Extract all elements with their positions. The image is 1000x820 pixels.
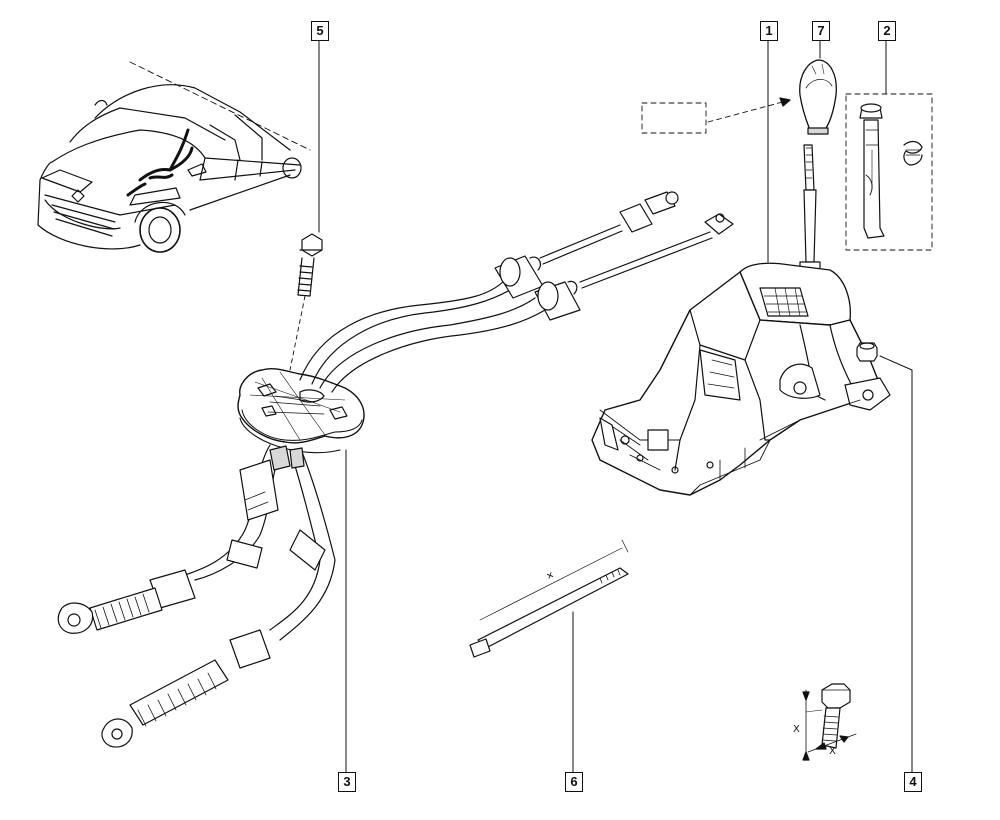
pin-kit-part-2 xyxy=(845,93,933,251)
bolt-height-label: X xyxy=(793,724,800,735)
shift-cables-lower xyxy=(149,444,336,669)
callout-label-2: 2 xyxy=(878,21,896,41)
reference-arrow xyxy=(641,97,791,134)
bolt-part-5 xyxy=(289,233,323,371)
gear-knob-part-7 xyxy=(799,59,837,135)
shift-cables-upper xyxy=(299,191,734,393)
nut-part-4 xyxy=(856,342,913,371)
callout-label-5: 5 xyxy=(311,21,329,41)
bolt-dimension-detail xyxy=(802,683,857,761)
gearshift-housing-part-1 xyxy=(591,262,891,496)
callout-label-6: 6 xyxy=(565,772,583,792)
vehicle-locator-illustration xyxy=(37,61,311,253)
cable-threaded-end-2 xyxy=(101,659,229,748)
svg-text:✕: ✕ xyxy=(545,570,556,582)
callout-label-3: 3 xyxy=(338,772,356,792)
callout-label-7: 7 xyxy=(812,21,830,41)
callout-label-4: 4 xyxy=(904,772,922,792)
bolt-width-label: X xyxy=(829,746,836,757)
cable-bracket-plate xyxy=(237,367,365,454)
shift-lever xyxy=(797,144,823,291)
cable-threaded-end-1 xyxy=(57,587,163,634)
callout-label-1: 1 xyxy=(760,21,778,41)
cable-tie-part-6: ✕ xyxy=(469,539,629,658)
